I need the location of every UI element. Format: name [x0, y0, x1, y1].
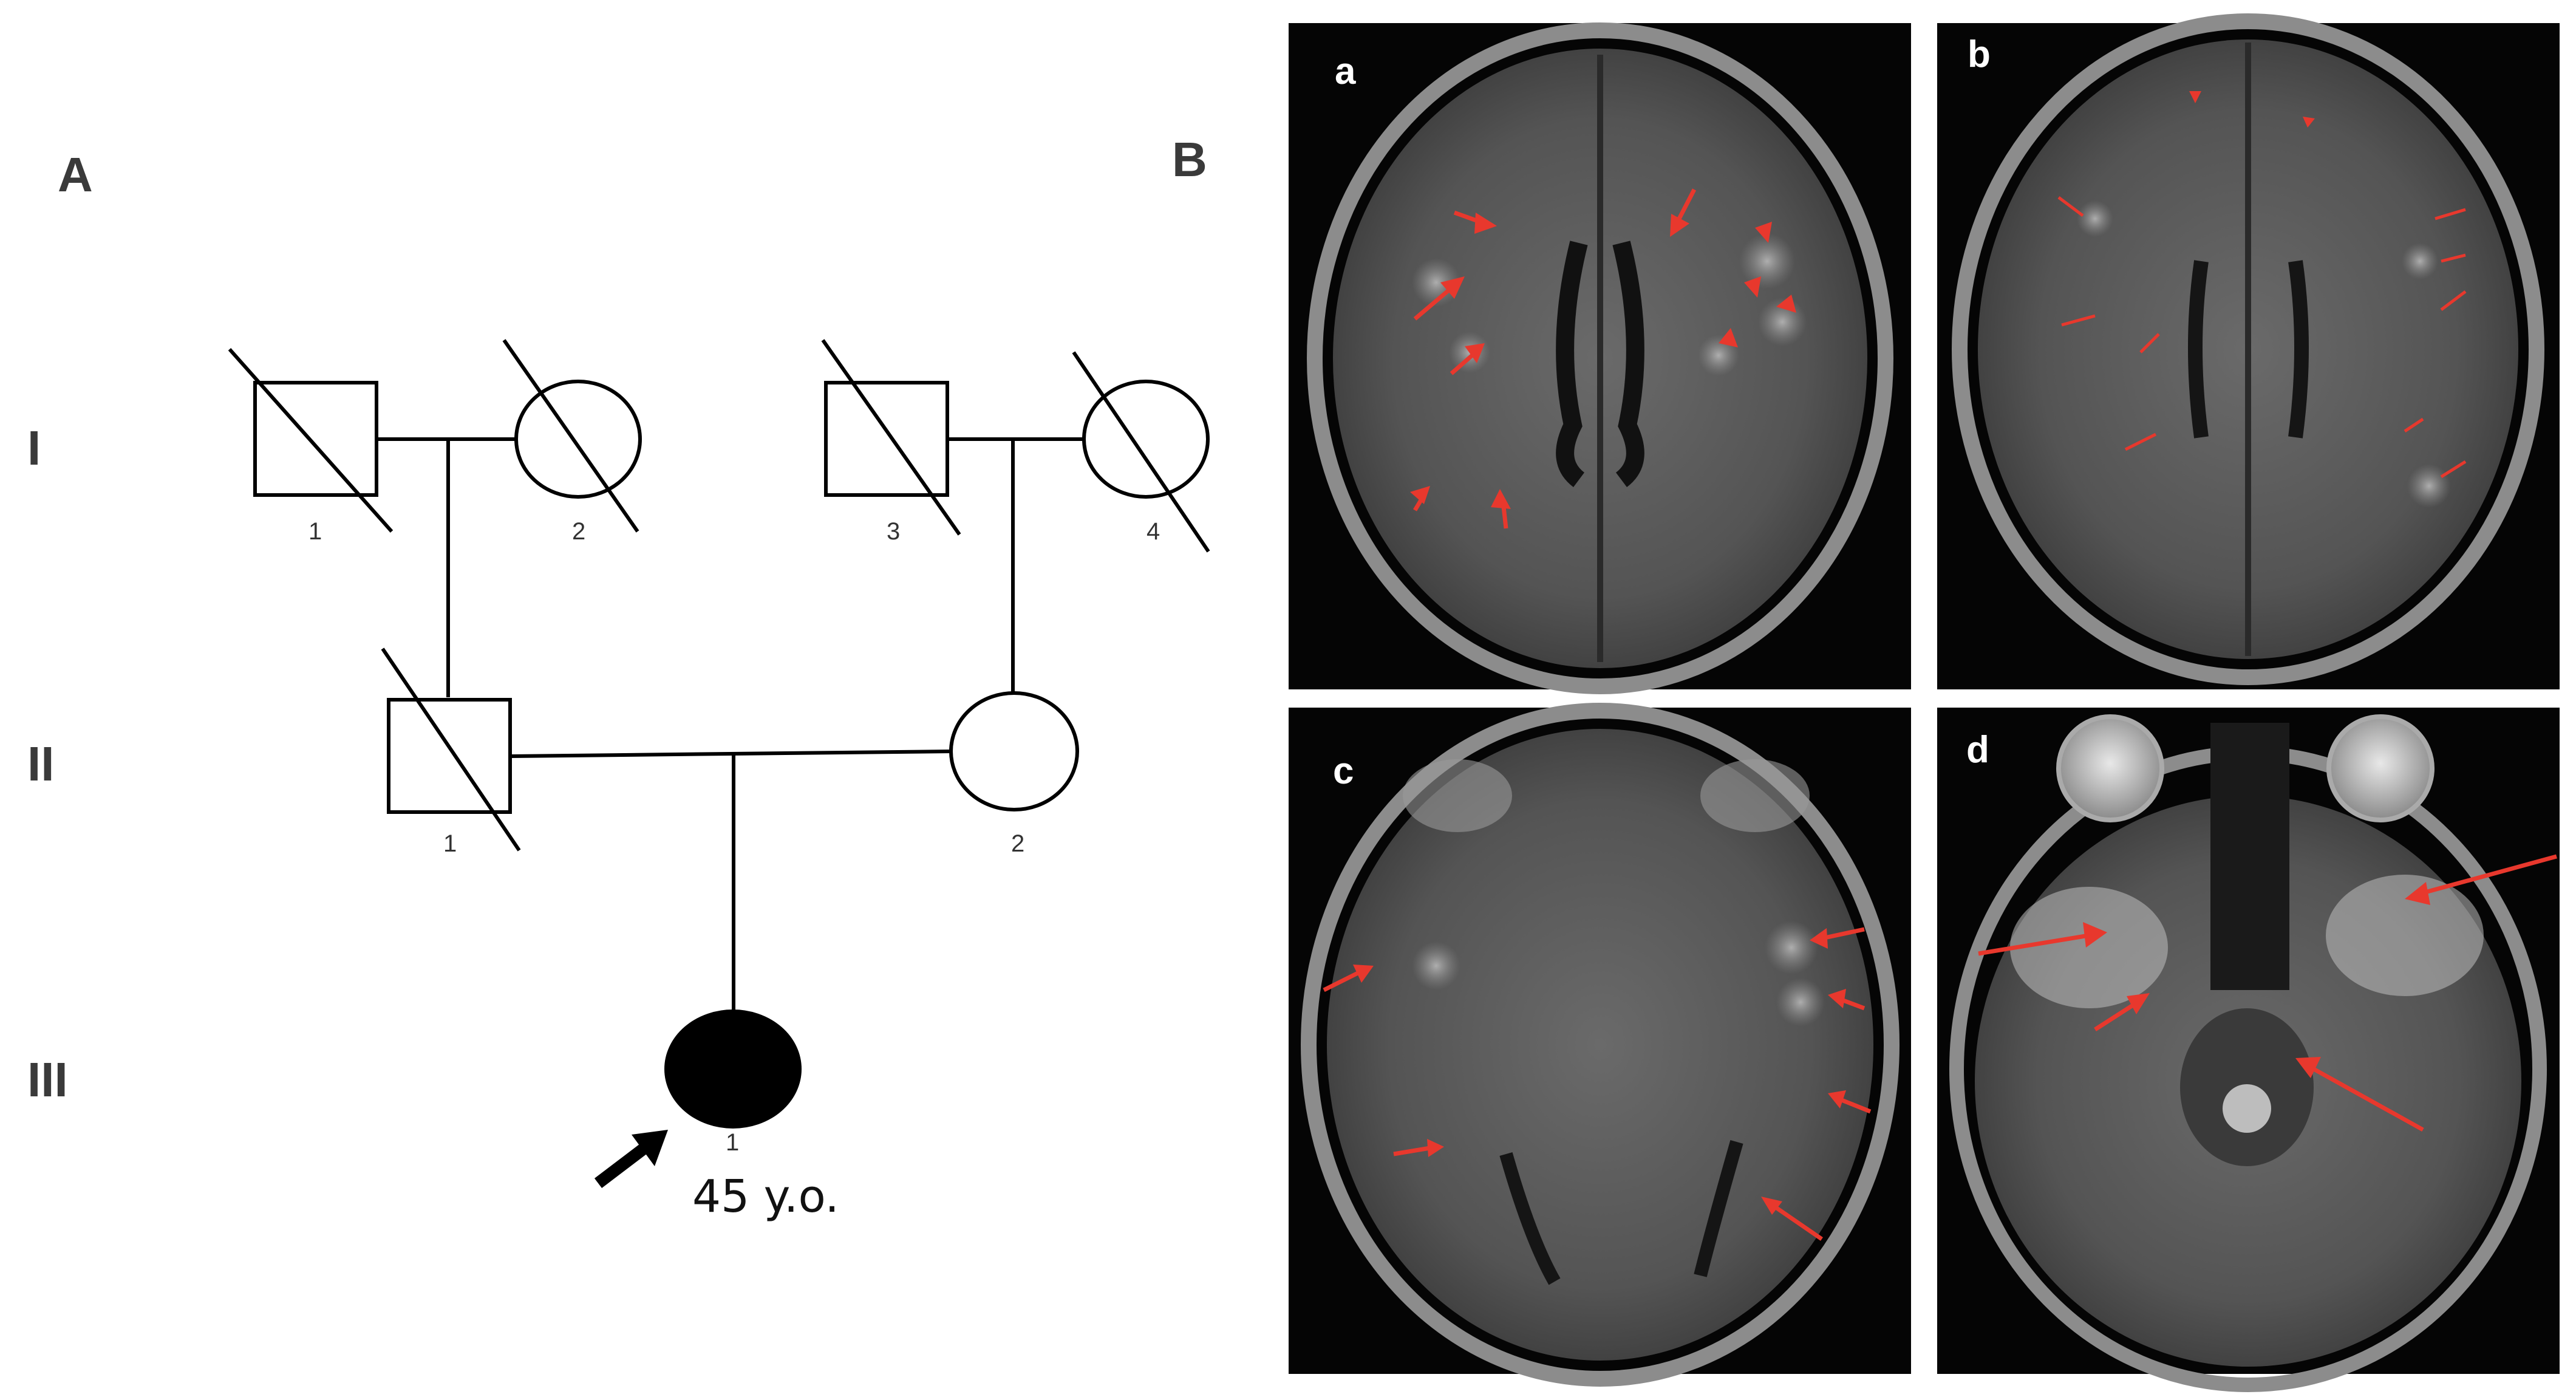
left-temporal-lesion [2010, 887, 2168, 1008]
skull-outline [1301, 703, 1900, 1387]
fourth-ventricle [2223, 1084, 2271, 1133]
skull-outline [1952, 13, 2544, 685]
subpanel-label-d: d [1966, 729, 1989, 771]
brain-parenchyma [1327, 729, 1873, 1361]
mri-panel-c: c [1289, 703, 1911, 1387]
mri-panel-b: b [1937, 13, 2560, 689]
lesion [2402, 243, 2438, 279]
lesion [2407, 464, 2451, 508]
lesion [1765, 921, 1818, 974]
subpanel-label-b: b [1968, 33, 1991, 75]
individual-i-1: 1 [228, 348, 394, 545]
deceased-slash [502, 339, 639, 533]
individual-number: 2 [572, 518, 585, 545]
lesion-arrowheads [1353, 928, 1846, 1215]
individual-ii-1: 1 [381, 647, 521, 857]
right-temporal-lesion [2326, 875, 2484, 996]
mri-panel-a: a [1289, 22, 1911, 694]
right-occipital-horn [1694, 1139, 1743, 1277]
lesion [1739, 233, 1795, 289]
female-symbol [949, 691, 1079, 811]
right-ventricle [2288, 260, 2309, 439]
generation-label-iii: III [27, 1053, 68, 1107]
individual-iii-1: 1 45 y.o. [594, 1009, 839, 1223]
male-symbol [387, 698, 512, 814]
female-symbol [1082, 380, 1210, 499]
left-occipital-horn [1499, 1152, 1561, 1285]
individual-i-2: 2 [502, 339, 642, 545]
right-eye-globe [2326, 714, 2435, 822]
nasal-cavity [2210, 723, 2289, 990]
generation-label-i: I [27, 421, 41, 475]
lesion [1412, 941, 1460, 990]
deceased-slash [821, 339, 961, 536]
mri-panel-d: d [1937, 708, 2560, 1392]
lesion-arrowheads [2189, 91, 2315, 128]
individual-number: 2 [1011, 830, 1024, 857]
lesion [2077, 200, 2113, 237]
deceased-slash [381, 647, 521, 852]
generation-label-ii: II [27, 737, 54, 791]
lesion-arrows [2057, 196, 2467, 479]
left-eye-globe [2056, 714, 2164, 822]
affected-female-symbol [664, 1009, 802, 1129]
female-symbol [514, 380, 642, 499]
individual-number: 4 [1147, 518, 1160, 545]
frontal-bone-signal [1700, 759, 1810, 832]
subpanel-label-c: c [1333, 750, 1354, 792]
individual-number: 1 [443, 830, 457, 857]
frontal-bone-signal [1403, 759, 1512, 832]
lesion-arrows [1978, 854, 2557, 1132]
individual-number: 3 [887, 518, 900, 545]
individual-number: 1 [308, 518, 322, 545]
deceased-slash [1072, 351, 1210, 553]
individual-i-4: 4 [1072, 351, 1210, 553]
male-symbol [824, 381, 949, 497]
right-ventricle [1612, 241, 1644, 487]
individual-number: 1 [726, 1129, 739, 1156]
panel-label-a: A [58, 148, 93, 202]
lesion-arrowheads [1410, 213, 1796, 509]
lesion-arrows [1323, 927, 1872, 1241]
lesion [1412, 258, 1460, 307]
pedigree-panel: A I II III 1 2 3 4 [27, 148, 1210, 1223]
left-ventricle [1556, 241, 1588, 487]
individual-ii-2: 2 [949, 691, 1079, 857]
lesion-arrowheads [2083, 882, 2430, 1078]
proband-age: 45 y.o. [692, 1170, 839, 1223]
individual-i-3: 3 [821, 339, 961, 545]
left-ventricle [2188, 260, 2209, 439]
panel-label-b: B [1172, 132, 1207, 186]
proband-arrow-icon [594, 1130, 668, 1188]
skull-outline [1307, 22, 1893, 694]
subpanel-label-a: a [1335, 50, 1356, 92]
lesion [1776, 978, 1825, 1026]
deceased-slash [228, 348, 394, 533]
